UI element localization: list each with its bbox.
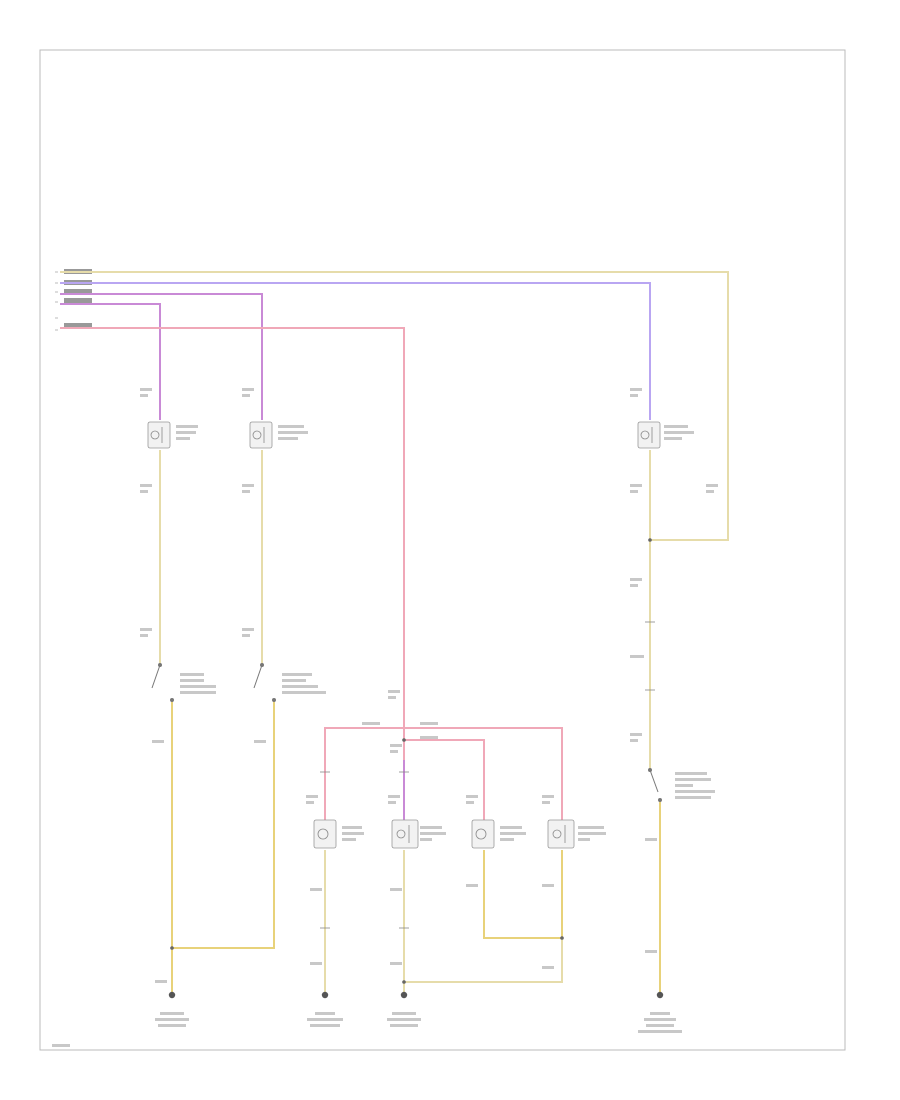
- wire-pink-feed: [60, 327, 405, 820]
- bulb-icon: [471, 819, 495, 849]
- bulb-icon: [249, 421, 273, 449]
- switch-icon: [648, 768, 662, 802]
- wire-blue-feed: [60, 282, 651, 420]
- inline-connectors: [320, 621, 655, 929]
- switch-icon: [253, 663, 276, 702]
- wire-tan-feed: [60, 271, 729, 541]
- junction-dots: [170, 538, 652, 984]
- bulb-icon: [637, 421, 661, 449]
- ground-symbol: [321, 991, 329, 999]
- wire-passenger-ground: [172, 700, 275, 949]
- wire-rear-ground-courtesy: [483, 850, 563, 939]
- ground-symbol: [656, 991, 664, 999]
- bulb-icon: [391, 819, 419, 849]
- wire-violet-feed-2: [60, 303, 161, 420]
- left-wire-tags: [64, 269, 92, 328]
- wire-rear-ground-return: [404, 938, 563, 983]
- wire-rear-pink-branch: [404, 739, 485, 820]
- diagram-frame: [39, 49, 846, 1051]
- wire-violet-feed-1: [60, 293, 263, 420]
- switch-icon: [151, 663, 174, 702]
- bulb-icon: [147, 421, 171, 449]
- illegible-annotations: [52, 388, 718, 1047]
- wire-rear-pink-bus: [324, 727, 563, 820]
- ground-symbol: [400, 991, 408, 999]
- left-connector-ticks: [55, 271, 58, 331]
- bulb-icon: [313, 819, 337, 849]
- ground-symbol: [168, 991, 176, 999]
- bulb-icon: [547, 819, 575, 849]
